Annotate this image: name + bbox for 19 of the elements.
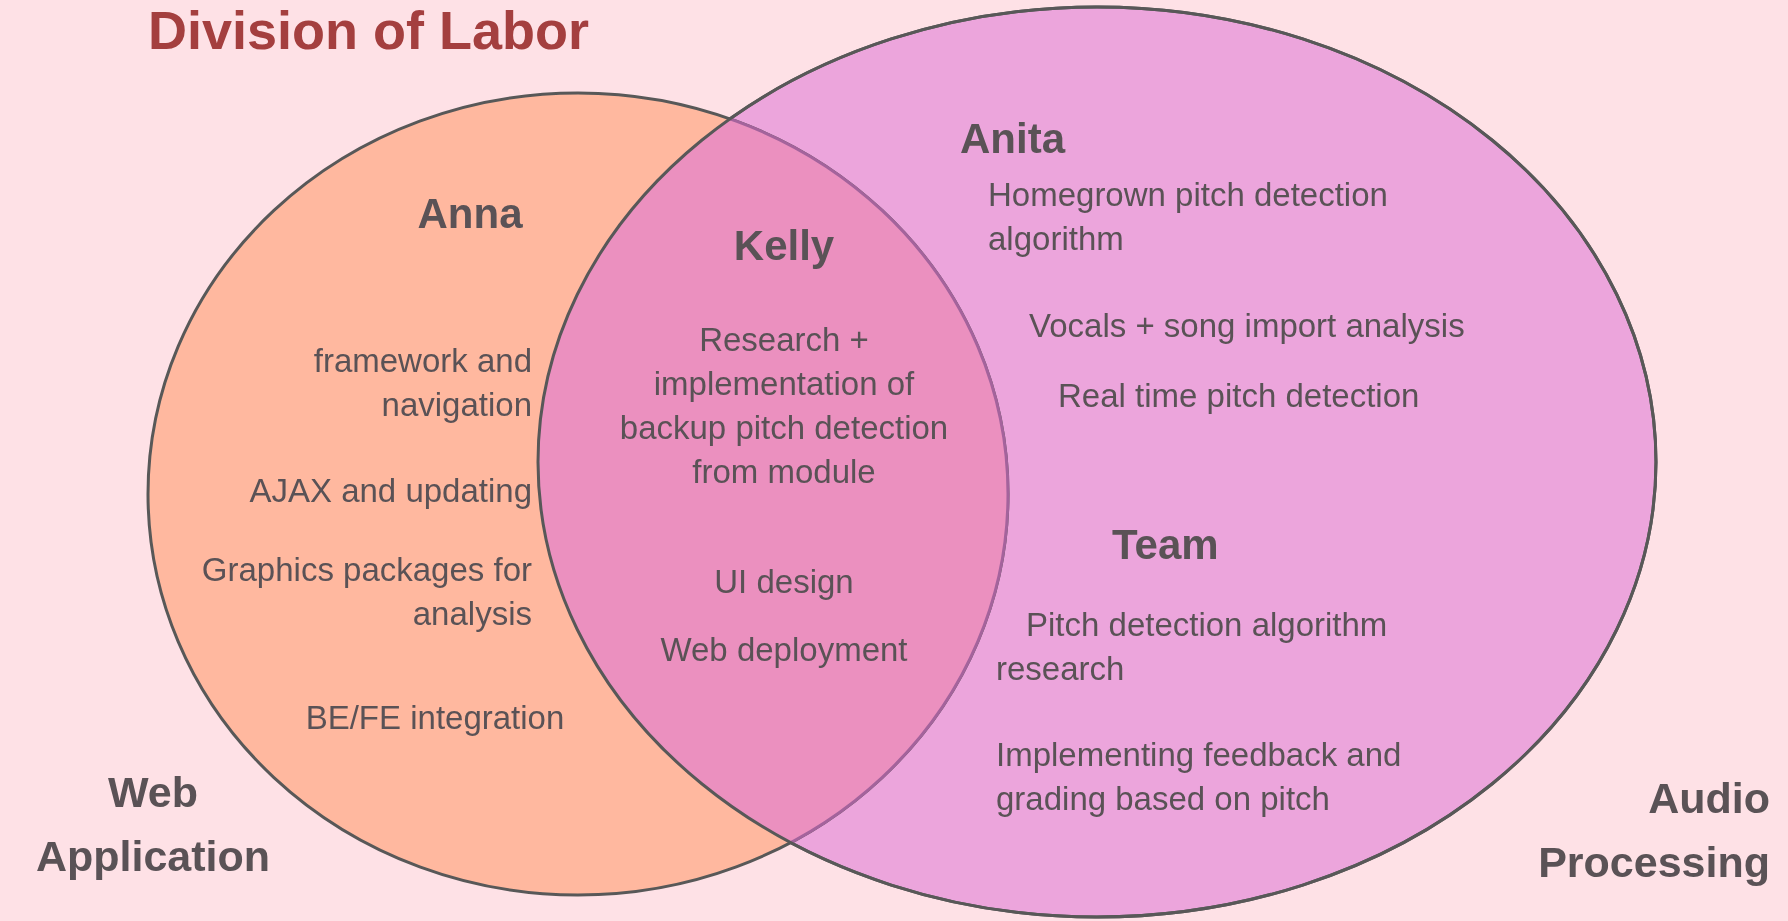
task-text: Implementing feedback and grading based on pitch: [996, 735, 1403, 819]
person-name: Anna: [416, 190, 524, 238]
set-label: Audio Processing: [1537, 773, 1770, 888]
task-text: Vocals + song import analysis: [1029, 306, 1466, 346]
task-text: Real time pitch detection: [1058, 376, 1421, 416]
task-text: Homegrown pitch detection algorithm: [988, 175, 1389, 259]
set-label: Web Application: [34, 767, 272, 882]
task-text: AJAX and updating: [248, 471, 532, 511]
task-text: Pitch detection algorithm research: [996, 605, 1389, 689]
task-text: Research + implementation of backup pitch detection from module: [619, 320, 949, 492]
task-text: Graphics packages for analysis: [200, 550, 532, 634]
title: Division of Labor: [148, 0, 590, 60]
person-name: Team: [1112, 521, 1220, 569]
task-text: Web deployment: [659, 630, 909, 670]
task-text: UI design: [713, 562, 855, 602]
person-name: Anita: [960, 115, 1067, 163]
task-text: BE/FE integration: [304, 698, 566, 738]
task-text: framework and navigation: [312, 341, 532, 425]
person-name: Kelly: [732, 222, 836, 270]
